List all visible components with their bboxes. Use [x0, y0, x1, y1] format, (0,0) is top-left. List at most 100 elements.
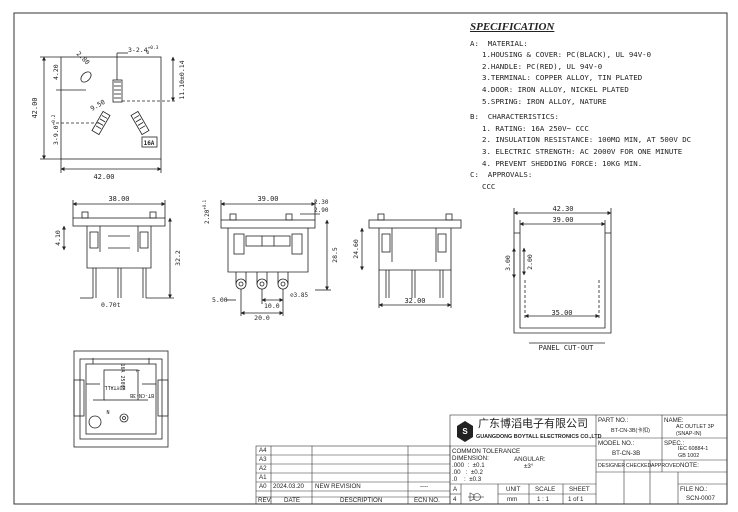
dim-center-2-90: 2.90 — [314, 207, 329, 214]
tolerance-row: .00 : ±0.2 — [452, 469, 483, 476]
approved-label: APPROVED — [651, 463, 680, 469]
title-block-grid — [255, 414, 728, 505]
size-4: 4 — [453, 496, 457, 503]
bottom-n: N — [106, 410, 109, 416]
scale-label: SCALE — [535, 486, 556, 493]
file-no-value: SCN-0007 — [686, 495, 715, 502]
dim-side-height: 32.2 — [174, 250, 182, 266]
name-label: NAME: — [664, 417, 684, 424]
dim-right-width: 32.00 — [404, 297, 425, 305]
tolerance-heading: COMMON TOLERANCE — [452, 448, 521, 455]
spec-b-item: 3. ELECTRIC STRENGTH: AC 2000V FOR ONE M… — [482, 146, 683, 156]
dim-front-height: 42.00 — [31, 97, 39, 118]
dim-center-hole: ⊘3.85 — [290, 292, 308, 299]
spec-title: SPECIFICATION — [470, 21, 555, 33]
rev-header: ECN NO. — [414, 497, 440, 504]
dim-cutout-outer: 42.30 — [552, 205, 573, 213]
unit-value: mm — [507, 496, 518, 503]
dimension-label: DIMENSION: — [452, 455, 489, 462]
dim-center-2-30: 2.30 — [314, 199, 329, 206]
cutout-label: PANEL CUT-OUT — [539, 344, 595, 352]
spec-label: SPEC.: — [664, 440, 685, 447]
dim-center-height: 28.5 — [331, 247, 339, 263]
rev-a0-date: 2024.03.20 — [273, 483, 304, 490]
dim-center-width: 39.00 — [257, 195, 278, 203]
dim-front-earth: 11.10±0.14 — [178, 60, 186, 99]
size-a: A — [453, 486, 458, 493]
dim-cutout-bottom: 35.00 — [551, 309, 572, 317]
dim-front-spacing: 9.50 — [89, 98, 107, 113]
spec-b-item: 4. PREVENT SHEDDING FORCE: 10KG MIN. — [482, 158, 643, 168]
part-no-value: BT-CN-3B(卡扣) — [611, 428, 650, 434]
bottom-l: L — [134, 369, 140, 372]
bottom-brand: BOYTALL — [104, 384, 125, 390]
sheet-label: SHEET — [569, 486, 590, 493]
bottom-rating: 16A 250V~ — [119, 363, 125, 390]
dim-center-pin-dia: 5.00 — [212, 296, 228, 304]
rev-header: REV. — [258, 497, 272, 504]
model-value: BT-CN-3B — [612, 450, 641, 457]
rev-row-label: A3 — [259, 456, 267, 463]
dim-side-flange: 4.10 — [54, 230, 62, 246]
bottom-model: BT-CN-3B — [130, 392, 154, 398]
rev-header: DESCRIPTION — [340, 497, 383, 504]
dim-front-hole-offset: 4.20 — [52, 64, 60, 80]
rev-a0-ecn: ---- — [420, 483, 429, 490]
company-logo: S — [462, 427, 468, 436]
dim-cutout-2: 2.00 — [526, 254, 534, 270]
dim-center-pitch: 10.0 — [264, 302, 280, 310]
rev-a0-desc: NEW REVISION — [315, 483, 361, 490]
spec-c-heading: C: APPROVALS: — [470, 170, 533, 180]
front-view — [40, 52, 177, 173]
scale-value: 1 : 1 — [537, 496, 550, 503]
company-name-en: GUANGDONG BOYTALL ELECTRONICS CO.,LTD — [476, 434, 602, 440]
side-view-left — [62, 200, 174, 299]
dim-cutout-3: 3.00 — [504, 255, 512, 271]
spec-b-item: 1. RATING: 16A 250V~ CCC — [482, 123, 589, 133]
spec-a-heading: A: MATERIAL: — [470, 38, 528, 48]
tolerance-row: .000 : ±0.1 — [452, 462, 485, 469]
angular-label: ANGULAR: — [514, 456, 546, 463]
spec-a-item: 3.TERMINAL: COPPER ALLOY, TIN PLATED — [482, 73, 643, 83]
specification-block: SPECIFICATION A: MATERIAL: 1.HOUSING & C… — [470, 21, 730, 192]
rev-a0: A0 — [259, 483, 267, 490]
dim-center-top: 2.20+0.1 — [202, 199, 211, 224]
panel-cutout — [512, 208, 612, 344]
rating-badge: 16A — [144, 140, 155, 147]
company-name-cn: 广东博滔电子有限公司 — [478, 418, 588, 430]
rev-row-label: A1 — [259, 474, 267, 481]
dim-front-width: 42.00 — [93, 173, 114, 181]
tolerance-row: .0 : ±0.3 — [452, 476, 482, 483]
rev-row-label: A4 — [259, 447, 267, 454]
spec-b-heading: B: CHARACTERISTICS: — [470, 112, 559, 122]
spec-a-item: 1.HOUSING & COVER: PC(BLACK), UL 94V-0 — [482, 50, 652, 60]
spec-a-item: 2.HANDLE: PC(RED), UL 94V-0 — [482, 61, 603, 71]
angular-value: ±3° — [524, 463, 534, 470]
bottom-view — [73, 350, 169, 448]
sheet-value: 1 of 1 — [568, 496, 584, 503]
rev-header: DATE — [284, 497, 301, 504]
file-no-label: FILE NO.: — [680, 486, 708, 493]
dim-front-hole: 2.80 — [75, 50, 92, 67]
dim-front-lnslot: 3-9.0+0.2 — [51, 114, 60, 145]
spec-c-item: CCC — [482, 181, 496, 191]
note-label: NOTE: — [680, 462, 699, 469]
checked-label: CHECKED — [626, 463, 652, 469]
spec-a-item: 4.DOOR: IRON ALLOY, NICKEL PLATED — [482, 84, 629, 94]
name-value: AC OUTLET 3P (SNAP-IN) — [676, 424, 715, 437]
spec-value: IEC 60884-1 GB 1002 — [678, 446, 709, 459]
unit-label: UNIT — [506, 486, 521, 493]
dim-right-height: 24.60 — [352, 239, 360, 259]
model-label: MODEL NO.: — [598, 440, 635, 447]
spec-b-item: 2. INSULATION RESISTANCE: 100MΩ MIN, AT … — [482, 135, 692, 145]
part-no-label: PART NO.: — [598, 417, 629, 424]
rev-row-label: A2 — [259, 465, 267, 472]
dim-side-width: 38.00 — [108, 195, 129, 203]
dim-cutout-inner: 39.00 — [552, 216, 573, 224]
spec-a-item: 5.SPRING: IRON ALLOY, NATURE — [482, 96, 607, 106]
side-view-center — [220, 200, 331, 316]
dim-terminal-thickness: 0.70t — [101, 301, 121, 309]
